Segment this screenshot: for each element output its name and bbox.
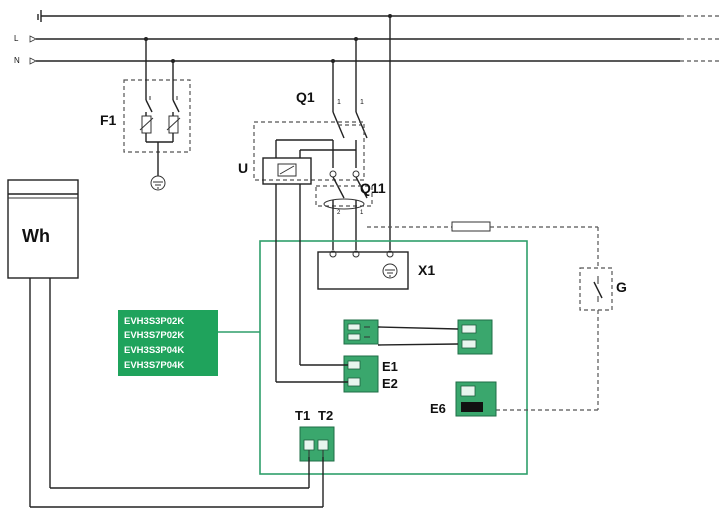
svg-text:2: 2 [337, 210, 341, 216]
charger-enclosure [259, 240, 528, 475]
u-label: U [238, 160, 248, 176]
q11-label: Q11 [360, 180, 386, 196]
earth-bus [37, 10, 720, 22]
neutral-bus-label: N [14, 56, 20, 65]
product-code-1: EVH3S3P02K [124, 316, 184, 327]
terminal-t1-t2 [299, 426, 335, 462]
x1-label: X1 [418, 262, 435, 278]
monitor-u [253, 121, 365, 185]
e1-label: E1 [382, 359, 398, 374]
contact-g [579, 267, 613, 311]
energy-meter-wh [7, 179, 79, 279]
fuse [451, 221, 491, 232]
breaker-q1: 1 1 [332, 39, 368, 168]
line-bus-label: L [14, 34, 19, 43]
svg-text:1: 1 [360, 99, 364, 106]
line-bus: L [14, 34, 720, 43]
product-code-badge [118, 310, 218, 376]
t1-label: T1 [295, 408, 310, 423]
terminal-block-x1 [317, 250, 409, 290]
q1-label: Q1 [296, 89, 315, 105]
product-code-4: EVH3S7P04K [124, 360, 184, 371]
surge-protector-f1 [123, 39, 191, 191]
product-code-2: EVH3S7P02K [124, 330, 184, 341]
terminal-e6 [455, 381, 497, 417]
e6-label: E6 [430, 401, 446, 416]
neutral-bus: N [14, 56, 720, 65]
g-label: G [616, 279, 627, 295]
svg-text:1: 1 [360, 210, 364, 216]
svg-text:1: 1 [337, 99, 341, 106]
t2-label: T2 [318, 408, 333, 423]
e2-label: E2 [382, 376, 398, 391]
terminal-e-block [343, 319, 493, 393]
product-code-3: EVH3S3P04K [124, 345, 184, 356]
wh-label: Wh [22, 226, 50, 246]
f1-label: F1 [100, 112, 117, 128]
